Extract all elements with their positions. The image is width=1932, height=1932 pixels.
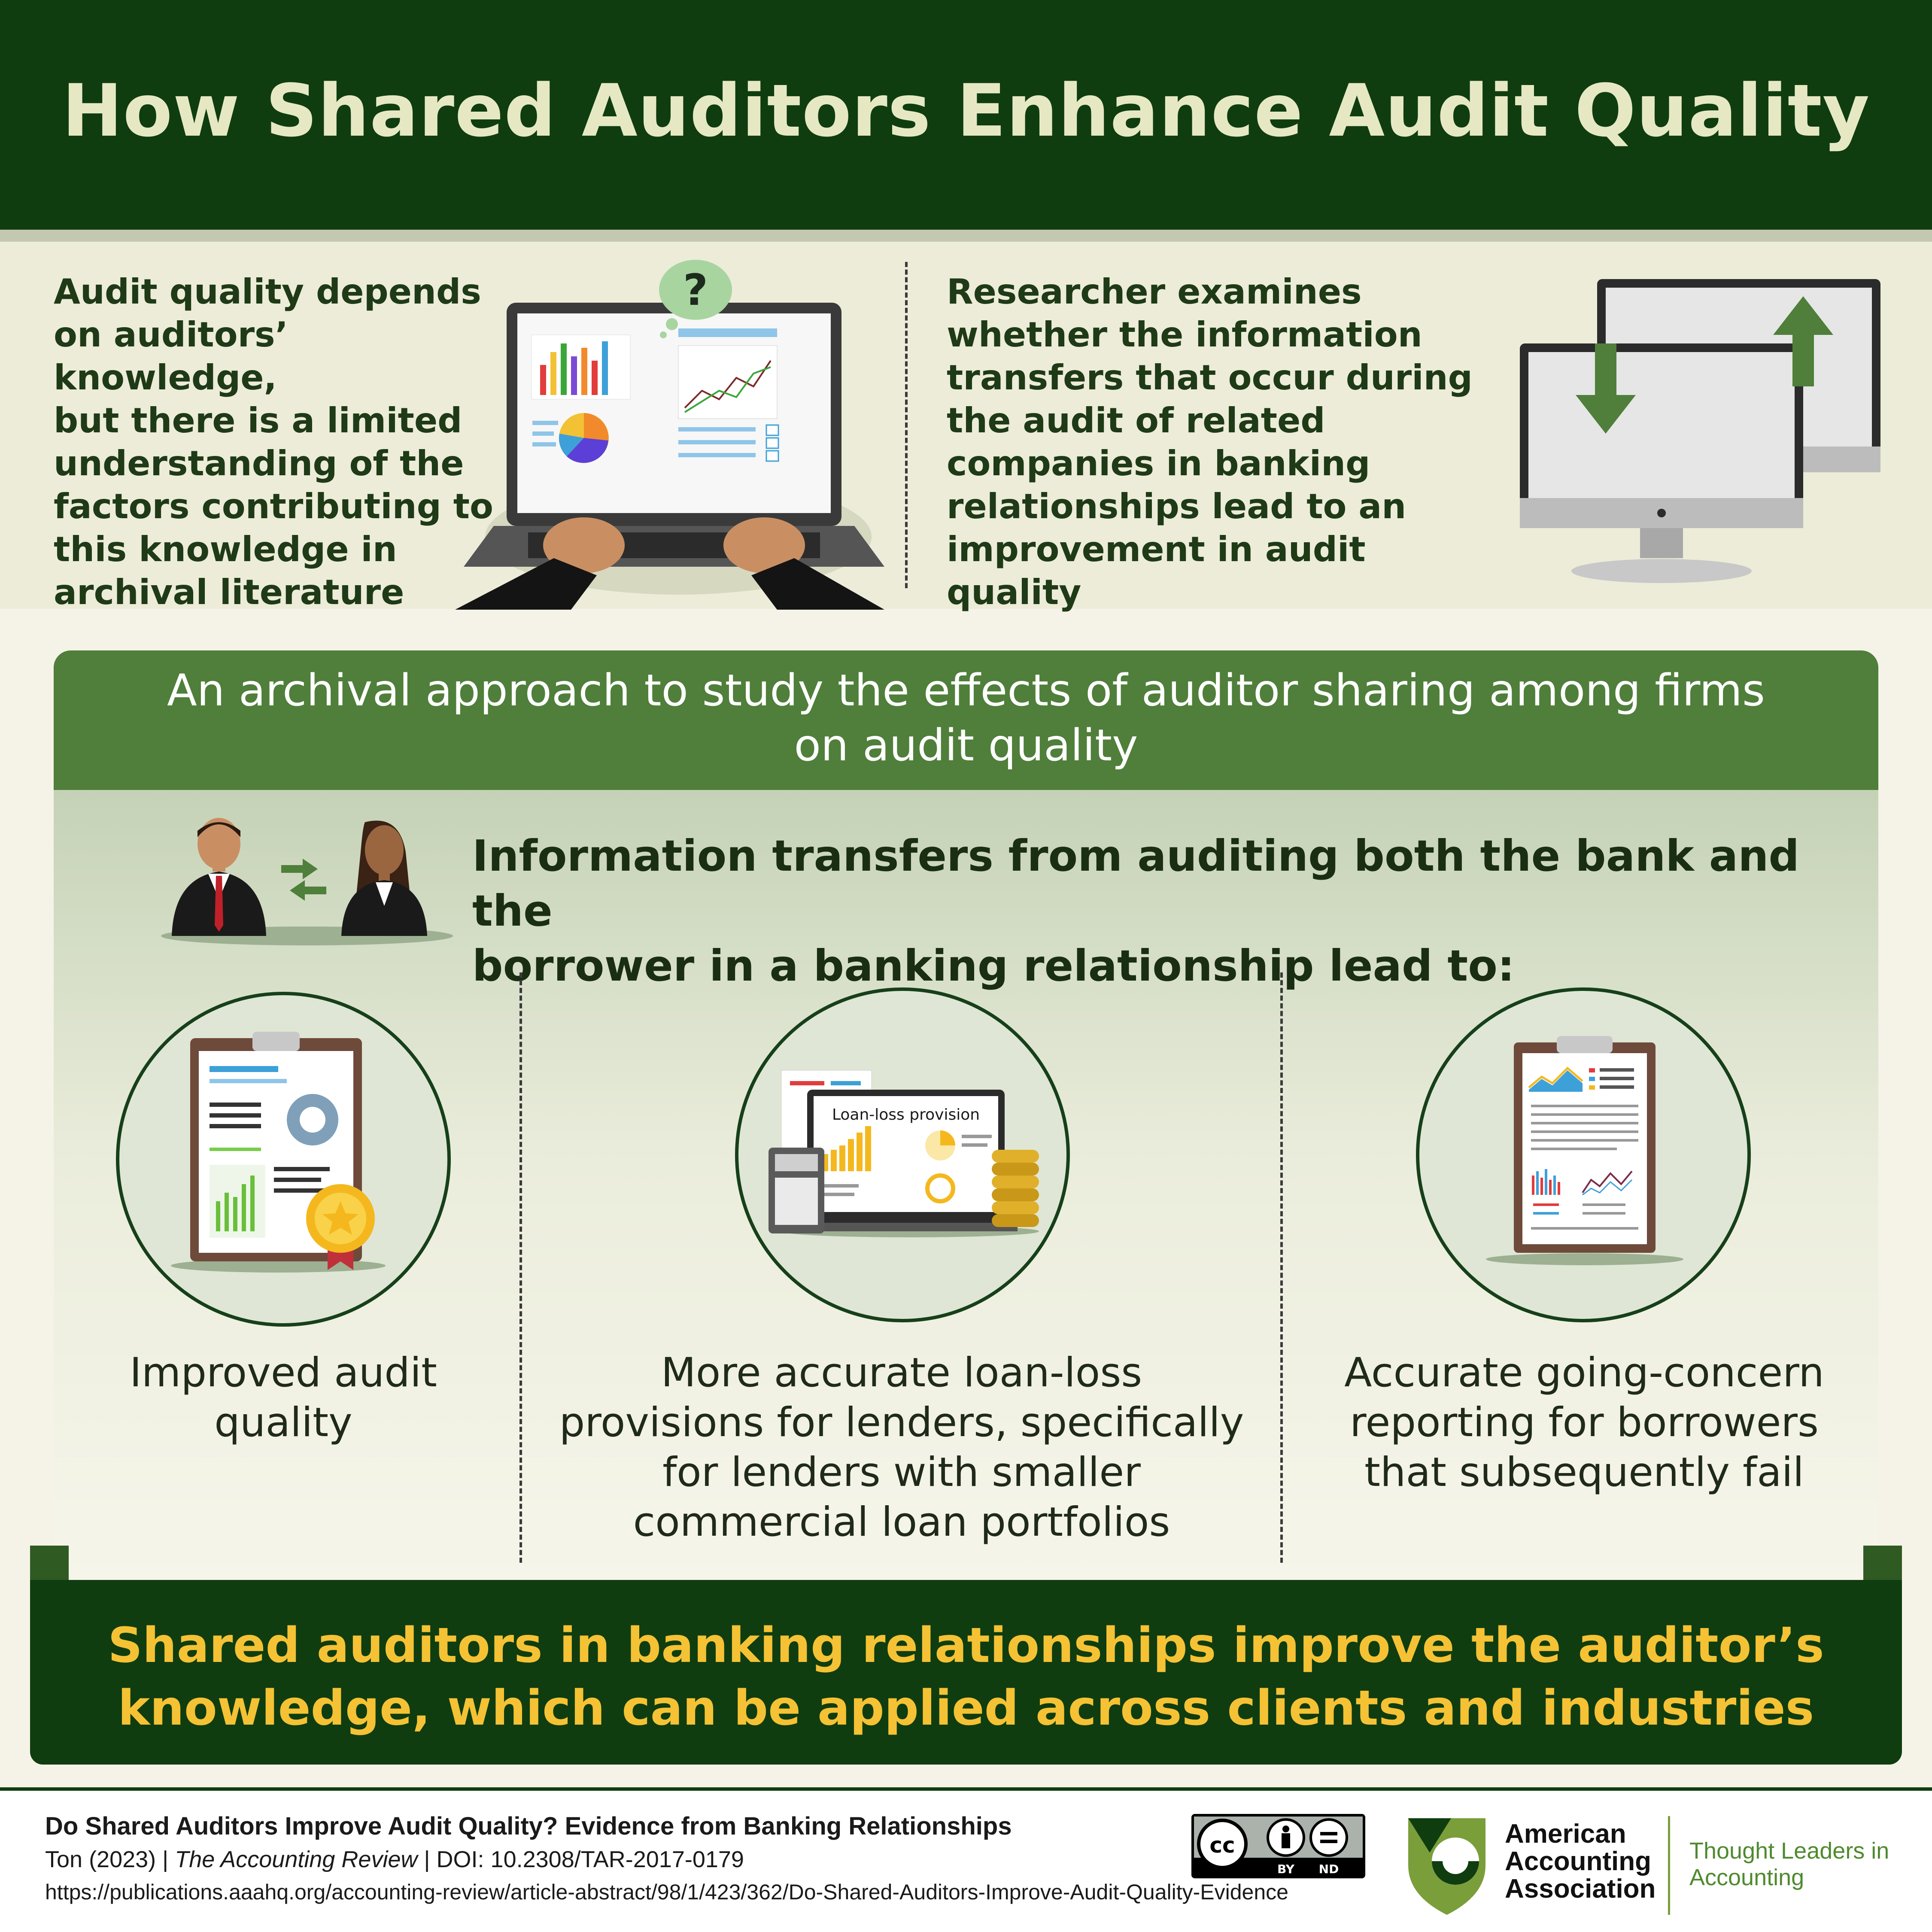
aaa-logo-icon[interactable] [1404, 1814, 1490, 1917]
intro-right-line: Researcher examines [947, 272, 1362, 312]
outcome-loan-loss: More accurate loan-loss provisions for l… [541, 1348, 1262, 1547]
going-concern-report-icon [1486, 1036, 1683, 1265]
loan-loss-circle: Loan-loss provision [735, 987, 1070, 1322]
tagline-line: Thought Leaders in [1689, 1838, 1889, 1864]
column-divider [519, 972, 522, 1563]
org-line: Association [1505, 1874, 1656, 1904]
intro-left-line: Audit quality depends [54, 272, 481, 312]
outcome-line: quality [214, 1399, 352, 1446]
intro-right-line: relationships lead to an [947, 486, 1406, 526]
outcome-line: for lenders with smaller [662, 1449, 1141, 1496]
citation-journal: The Accounting Review [175, 1847, 418, 1872]
outcome-line: Accurate going-concern [1344, 1349, 1824, 1396]
intro-left-line: this knowledge in [54, 529, 397, 569]
approach-line: on audit quality [794, 720, 1138, 771]
citation-doi[interactable]: | DOI: 10.2308/TAR-2017-0179 [417, 1847, 744, 1872]
citation-author: Ton (2023) | [45, 1847, 175, 1872]
approach-banner [54, 650, 1878, 790]
outcome-line: More accurate loan-loss [661, 1349, 1142, 1396]
cc-license-badge[interactable]: cc BY ND [1191, 1814, 1365, 1878]
audit-report-award-icon [171, 1032, 386, 1273]
cc-label: cc [1209, 1833, 1235, 1858]
intro-right-line: transfers that occur during [947, 358, 1473, 398]
intro-left-line: but there is a limited [54, 401, 462, 440]
outcome-going-concern: Accurate going-concern reporting for bor… [1301, 1348, 1868, 1498]
audit-report-circle [116, 992, 451, 1327]
logo-divider [1668, 1816, 1670, 1915]
header-bar [0, 0, 1932, 230]
laptop-analytics-icon: ? [455, 260, 884, 610]
citation-url[interactable]: https://publications.aaahq.org/accountin… [45, 1880, 1288, 1904]
intro-right-line: companies in banking [947, 444, 1370, 483]
nd-label: ND [1319, 1862, 1339, 1876]
question-mark: ? [683, 265, 708, 315]
outcome-line: that subsequently fail [1364, 1449, 1804, 1496]
approach-line: An archival approach to study the effect… [167, 665, 1765, 716]
intro-left-line: archival literature [54, 572, 404, 612]
auditors-exchange-icon [161, 818, 453, 945]
column-divider [1280, 972, 1283, 1563]
footer-rule [0, 1787, 1932, 1791]
cc-by-nd-icon: cc BY ND [1194, 1817, 1363, 1876]
outcome-audit-quality: Improved audit quality [90, 1348, 477, 1448]
outcome-line: Improved audit [130, 1349, 437, 1396]
intro-left-line: factors contributing to [54, 486, 493, 526]
org-line: Accounting [1505, 1847, 1651, 1876]
transfer-line: Information transfers from auditing both… [472, 831, 1799, 936]
going-concern-circle [1416, 987, 1751, 1322]
intro-left-line: on auditors’ knowledge, [54, 315, 289, 398]
footer [0, 1791, 1932, 1932]
citation-title: Do Shared Auditors Improve Audit Quality… [45, 1812, 1012, 1840]
approach-heading: An archival approach to study the effect… [86, 663, 1846, 773]
org-line: American [1505, 1819, 1626, 1849]
intro-right-line: whether the information [947, 315, 1422, 355]
intro-right-line: the audit of related [947, 401, 1325, 440]
loan-loss-provision-icon: Loan-loss provision [769, 1070, 1039, 1237]
aaa-name: American Accounting Association [1505, 1820, 1656, 1903]
by-label: BY [1277, 1862, 1295, 1876]
conclusion-line: Shared auditors in banking relationships… [108, 1618, 1824, 1674]
conclusion-line: knowledge, which can be applied across c… [118, 1680, 1814, 1736]
intro-right-text: Researcher examines whether the informat… [947, 270, 1505, 614]
outcome-line: reporting for borrowers [1349, 1399, 1819, 1446]
intro-divider [905, 262, 908, 588]
intro-left-line: understanding of the [54, 444, 464, 483]
conclusion-banner [30, 1580, 1902, 1765]
intro-left-text: Audit quality depends on auditors’ knowl… [54, 270, 509, 614]
transfer-line: borrower in a banking relationship lead … [472, 941, 1515, 991]
aaa-tagline: Thought Leaders in Accounting [1689, 1838, 1889, 1891]
tagline-line: Accounting [1689, 1865, 1804, 1890]
citation-meta: Ton (2023) | The Accounting Review | DOI… [45, 1846, 744, 1873]
loan-loss-label: Loan-loss provision [832, 1106, 980, 1124]
outcome-line: commercial loan portfolios [633, 1499, 1170, 1546]
transfer-heading: Information transfers from auditing both… [472, 829, 1846, 993]
header-underline [0, 230, 1932, 242]
conclusion-text: Shared auditors in banking relationships… [86, 1614, 1846, 1740]
monitors-transfer-icon [1520, 279, 1880, 583]
page-title: How Shared Auditors Enhance Audit Qualit… [62, 69, 1870, 153]
outcome-line: provisions for lenders, specifically [559, 1399, 1244, 1446]
intro-right-line: improvement in audit quality [947, 529, 1366, 612]
